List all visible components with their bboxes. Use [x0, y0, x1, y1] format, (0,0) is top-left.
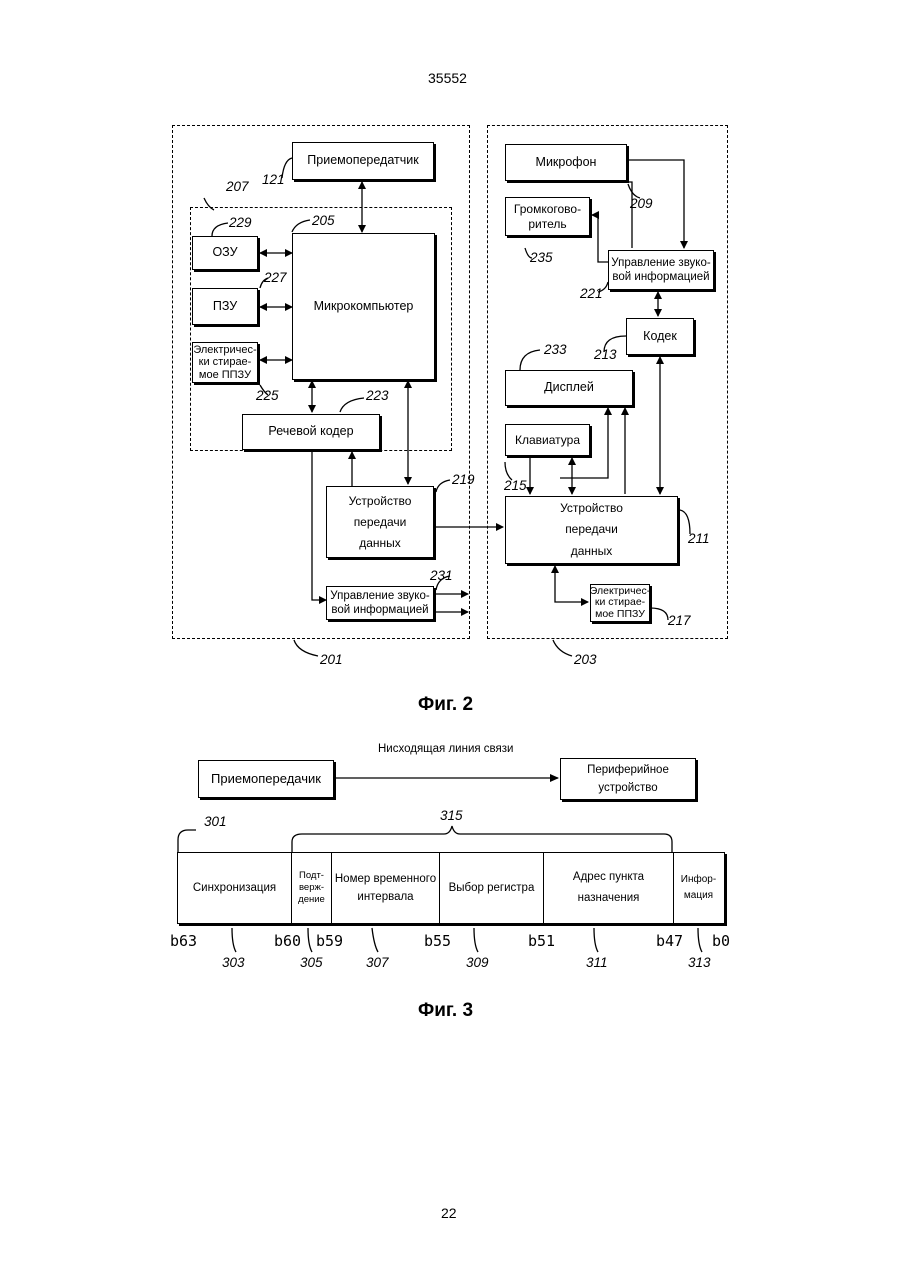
field-sync: Синхронизация	[178, 853, 292, 923]
ref-313: 313	[688, 955, 711, 970]
bit-label: b55	[424, 932, 451, 950]
bit-label: b63	[170, 932, 197, 950]
ref-311: 311	[586, 955, 608, 970]
field-ack: Подт- верж- дение	[292, 853, 332, 923]
bit-label: b0	[712, 932, 730, 950]
ref-315: 315	[440, 808, 463, 823]
message-frame: Синхронизация Подт- верж- дение Номер вр…	[177, 852, 725, 924]
field-register-select: Выбор регистра	[440, 853, 544, 923]
ref-307: 307	[366, 955, 389, 970]
transceiver-fig3-block: Приемопередачик	[198, 760, 334, 798]
bit-label: b51	[528, 932, 555, 950]
bit-label: b60	[274, 932, 301, 950]
field-information: Инфор- мация	[674, 853, 723, 923]
bit-label: b59	[316, 932, 343, 950]
bit-label: b47	[656, 932, 683, 950]
ref-303: 303	[222, 955, 245, 970]
field-destination-address: Адрес пункта назначения	[544, 853, 674, 923]
ref-309: 309	[466, 955, 489, 970]
field-slot-number: Номер временного интервала	[332, 853, 440, 923]
ref-305: 305	[300, 955, 323, 970]
figure-3-caption: Фиг. 3	[418, 1000, 473, 1022]
ref-301: 301	[204, 814, 227, 829]
peripheral-device-block: Периферийное устройство	[560, 758, 696, 800]
